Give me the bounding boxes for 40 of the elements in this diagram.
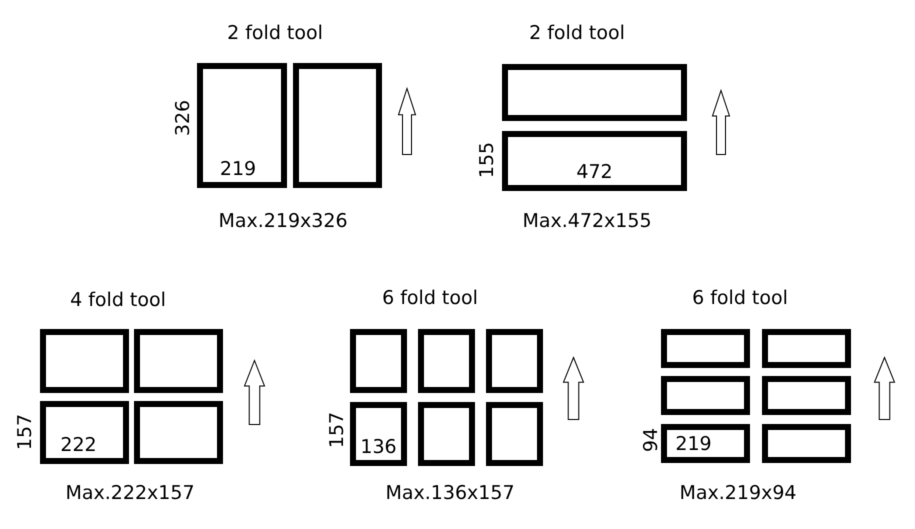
- tool-heading: 4 fold tool: [70, 289, 166, 311]
- tool-heading: 6 fold tool: [382, 287, 478, 309]
- dimension-value: 472: [576, 161, 613, 183]
- max-size-caption: Max.219x326: [218, 210, 348, 232]
- tool-heading: 2 fold tool: [227, 22, 323, 44]
- dimension-value: 326: [172, 100, 194, 136]
- dimension-value: 157: [326, 412, 348, 448]
- dimension-value: 222: [60, 434, 97, 456]
- tool-cavity-outline: [134, 401, 223, 464]
- tool-cavity-outline: [418, 402, 475, 466]
- tool-cavity-outline: [40, 401, 129, 464]
- tool-heading: 2 fold tool: [529, 22, 625, 44]
- tool-cavity-outline: [418, 329, 475, 393]
- max-size-caption: Max.222x157: [65, 482, 195, 504]
- dimension-value: 155: [476, 142, 498, 178]
- tool-cavity-outline: [293, 63, 382, 188]
- max-size-caption: Max.219x94: [680, 482, 796, 504]
- tool-cavity-outline: [350, 329, 407, 393]
- tool-cavity-outline: [502, 64, 687, 121]
- tool-cavity-outline: [486, 329, 543, 393]
- tool-cavity-outline: [486, 402, 543, 466]
- max-size-caption: Max.136x157: [385, 482, 515, 504]
- max-size-caption: Max.472x155: [522, 210, 652, 232]
- tool-cavity-outline: [762, 329, 851, 368]
- tool-cavity-outline: [661, 329, 750, 368]
- tool-cavity-outline: [762, 376, 851, 415]
- tool-cavity-outline: [197, 63, 287, 188]
- tool-cavity-outline: [661, 424, 750, 463]
- dimension-value: 157: [14, 414, 36, 450]
- tool-cavity-outline: [762, 424, 851, 463]
- tool-cavity-outline: [350, 402, 407, 466]
- tool-cavity-outline: [661, 376, 750, 415]
- tool-cavity-outline: [502, 131, 687, 191]
- dimension-value: 219: [220, 158, 256, 180]
- dimension-value: 219: [675, 433, 712, 455]
- dimension-value: 136: [360, 436, 397, 458]
- dimension-value: 94: [640, 428, 662, 452]
- tool-cavity-outline: [134, 329, 223, 393]
- tool-heading: 6 fold tool: [692, 287, 788, 309]
- tool-cavity-outline: [40, 329, 129, 393]
